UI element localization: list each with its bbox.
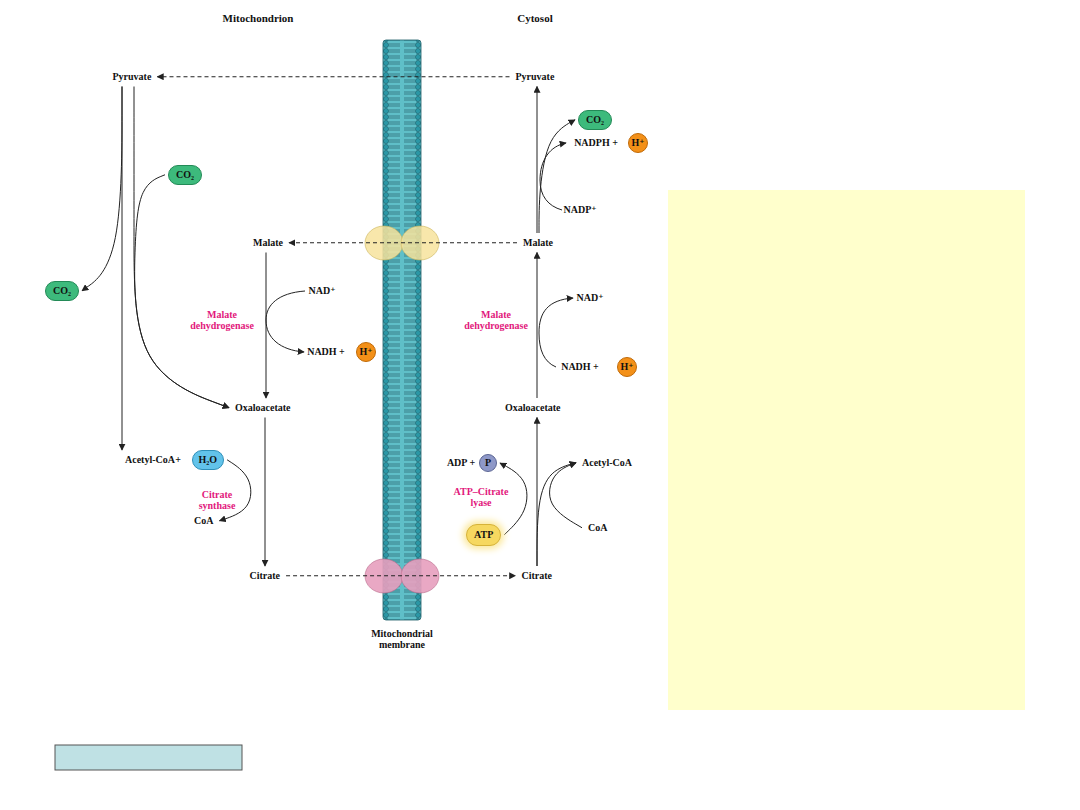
node-text: Citrate (250, 570, 281, 582)
reaction-arrow (82, 87, 122, 291)
node-text: CoA (194, 515, 213, 527)
atp-molecule: ATP (466, 524, 501, 546)
node-text: Acetyl-CoA (125, 454, 175, 466)
metabolite-label: CoA (191, 514, 216, 528)
co2-molecule: CO₂ (168, 165, 202, 185)
enzyme-label: Malate dehydrogenase (461, 309, 531, 332)
cofactor-label: NAD⁺ (309, 285, 336, 297)
reaction-arrow (537, 463, 576, 566)
metabolite-label: Oxaloacetate (232, 401, 294, 415)
phosphate-circle: P (479, 454, 497, 472)
metabolite-label: Pyruvate (110, 70, 155, 84)
metabolite-label: CoA (585, 521, 610, 535)
metabolite-label: Malate (520, 236, 556, 250)
enzyme-label: ATP–Citrate lyase (448, 486, 514, 509)
transport-arrow (289, 242, 517, 243)
membrane-label: Mitochondrial membrane (362, 628, 442, 651)
reaction-arrow (266, 253, 267, 399)
node-text: ATP (474, 529, 493, 541)
cofactor-label: ADP + (447, 457, 475, 469)
compartment-title: Mitochondrion (223, 12, 294, 25)
metabolite-label: Acetyl-CoA (122, 453, 178, 467)
node-text: H⁺ (620, 361, 633, 373)
node-text: Pyruvate (516, 71, 555, 83)
co2-molecule: CO₂ (45, 281, 79, 301)
reaction-arrow (134, 87, 229, 408)
co2-molecule: CO₂ (578, 110, 612, 130)
node-text: Oxaloacetate (505, 402, 561, 414)
node-text: CoA (588, 522, 607, 534)
node-text: Oxaloacetate (235, 402, 291, 414)
node-text: CO₂ (176, 169, 194, 181)
node-text: Citrate (522, 570, 553, 582)
membrane-bilayer (383, 40, 421, 620)
node-text: Acetyl-CoA (582, 457, 632, 469)
connector-layer (82, 77, 582, 576)
compartment-title: Cytosol (517, 12, 552, 25)
node-text: H₂O (199, 454, 218, 466)
node-text: Pyruvate (113, 71, 152, 83)
cofactor-label: NADP⁺ (563, 204, 596, 216)
transport-arrow (157, 76, 509, 77)
proton-circle: H⁺ (628, 133, 648, 153)
cofactor-label: NADPH + (574, 137, 618, 149)
metabolite-label: Oxaloacetate (502, 401, 564, 415)
reaction-arrow (500, 463, 527, 535)
water-molecule: H₂O (192, 450, 225, 470)
enzyme-label: Malate dehydrogenase (187, 309, 257, 332)
node-text: Malate (523, 237, 553, 249)
node-text: CO₂ (586, 114, 604, 126)
node-text: Malate (253, 237, 283, 249)
cofactor-label: NAD⁺ (577, 292, 604, 304)
node-text: H⁺ (359, 346, 372, 358)
caption-box (55, 745, 242, 770)
reaction-arrow (537, 253, 538, 399)
node-text: P (485, 457, 491, 469)
cofactor-arrow (266, 291, 305, 352)
proton-circle: H⁺ (356, 342, 376, 362)
node-text: H⁺ (631, 137, 644, 149)
metabolite-label: Citrate (519, 569, 556, 583)
reaction-arrow (265, 418, 266, 567)
cofactor-arrow (540, 143, 566, 210)
metabolite-label: Malate (250, 236, 286, 250)
reaction-arrow (135, 175, 229, 408)
metabolite-label: Citrate (247, 569, 284, 583)
reaction-arrow (539, 120, 575, 233)
cofactor-label: NADH + (307, 346, 345, 358)
proton-circle: H⁺ (617, 357, 637, 377)
enzyme-label: Citrate synthase (191, 489, 243, 512)
cofactor-arrows (266, 143, 573, 367)
transport-arrow (286, 575, 515, 576)
node-text: CO₂ (53, 285, 71, 297)
note-panel (668, 190, 1025, 710)
reaction-arrow (537, 87, 538, 234)
plus-sign: + (175, 454, 181, 466)
metabolite-label: Pyruvate (513, 70, 558, 84)
cofactor-label: NADH + (561, 361, 599, 373)
reaction-arrow (550, 463, 582, 528)
cofactor-arrow (539, 298, 573, 367)
metabolite-label: Acetyl-CoA (579, 456, 635, 470)
